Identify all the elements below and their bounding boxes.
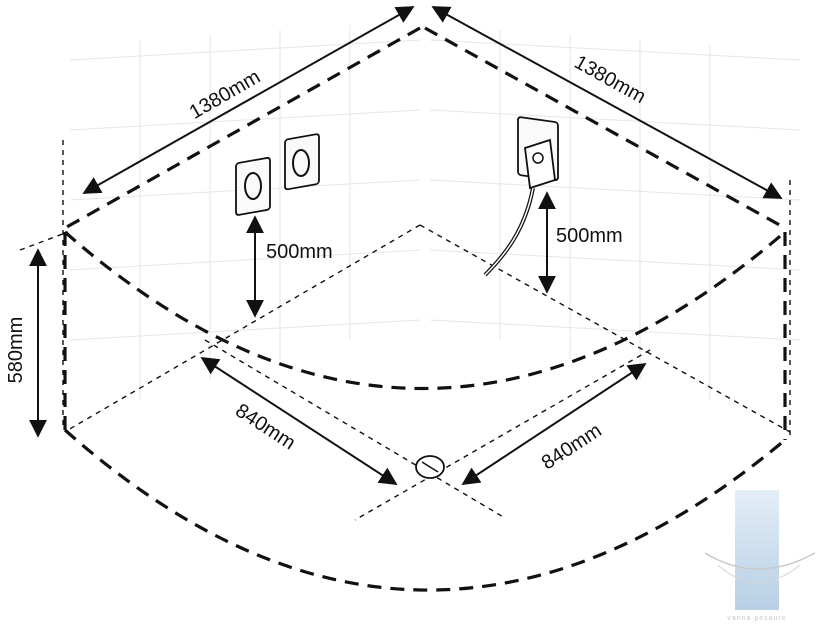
shower-outline (63, 26, 787, 592)
label-drain-left-distance: 840mm (231, 400, 299, 455)
left-top-guide (19, 231, 69, 251)
dim-arrow-drain-left (200, 357, 398, 485)
top-arc (63, 230, 787, 391)
right-wall-top-edge (424, 26, 786, 230)
label-wall-left-length: 1380mm (186, 66, 264, 124)
watermark-text: vanna pesaure (727, 615, 786, 622)
label-faucet-height: 500mm (266, 241, 333, 263)
dim-arrow-wall-right (431, 6, 783, 199)
dim-arrow-drain-right (461, 363, 647, 485)
base-arc (63, 428, 787, 592)
label-socket-height: 500mm (556, 225, 623, 247)
left-floor-edge (67, 224, 421, 431)
mixer-panel-left (235, 156, 271, 216)
dimension-arrows (29, 6, 783, 485)
label-tub-height: 580mm (5, 317, 27, 384)
label-wall-right-length: 1380mm (571, 51, 650, 108)
wall-tiles (69, 25, 801, 400)
dim-arrow-wall-left (82, 6, 415, 194)
mixer-panel-right (284, 133, 320, 191)
watermark-logo: vanna pesaure (704, 490, 816, 622)
floor-guides (19, 140, 791, 521)
drain-guide-right (354, 349, 651, 521)
right-floor-edge (419, 224, 791, 433)
drain (415, 455, 445, 479)
